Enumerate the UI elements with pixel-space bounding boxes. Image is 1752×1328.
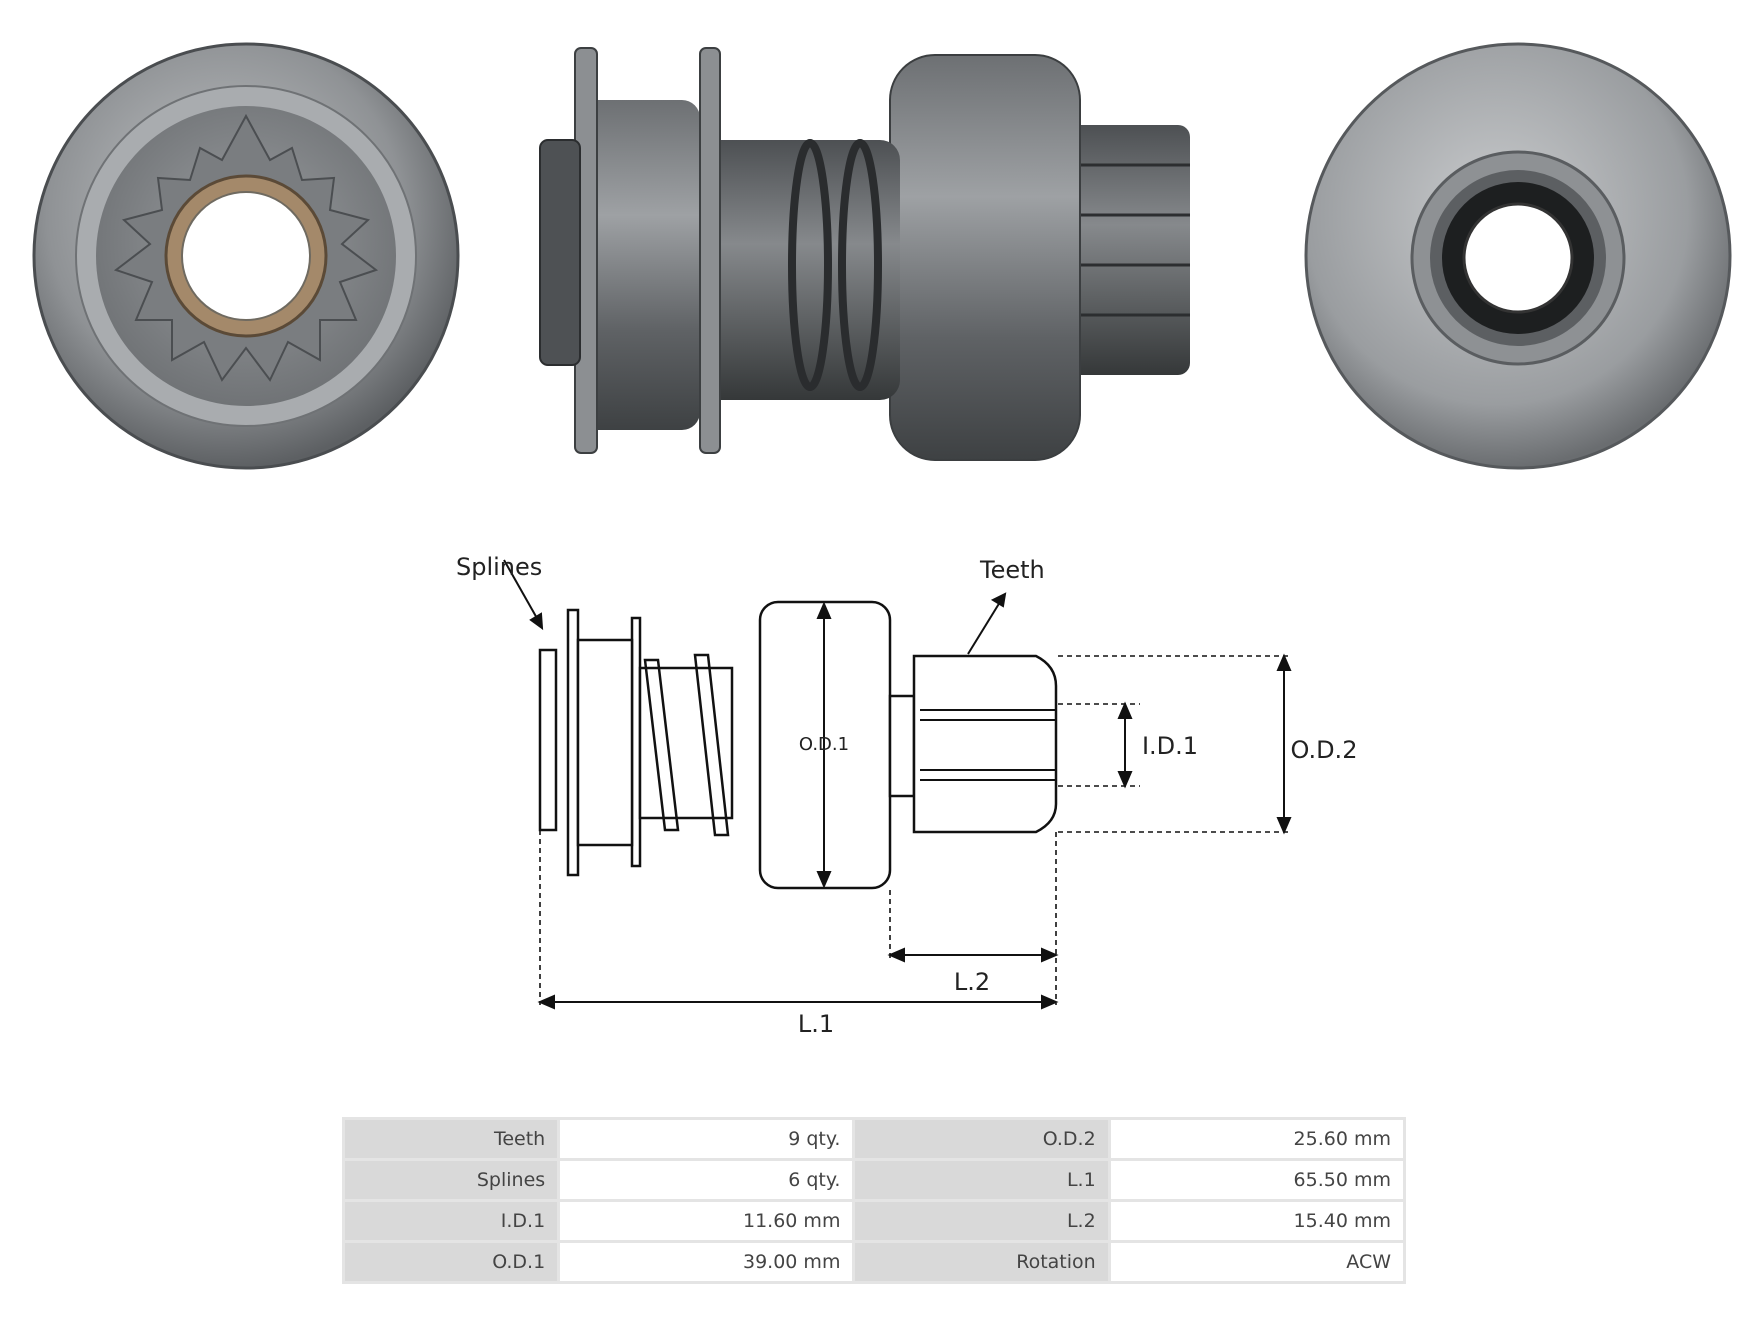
pinion-front-photo <box>32 42 460 470</box>
spec-value: 11.60 mm <box>560 1202 853 1240</box>
spec-key: Splines <box>345 1161 558 1199</box>
spec-key: L.2 <box>855 1202 1108 1240</box>
teeth-label: Teeth <box>979 556 1045 584</box>
spec-key: Rotation <box>855 1243 1108 1281</box>
id1-label: I.D.1 <box>1142 732 1198 760</box>
spec-value: 39.00 mm <box>560 1243 853 1281</box>
spec-key: L.1 <box>855 1161 1108 1199</box>
spec-key: O.D.2 <box>855 1120 1108 1158</box>
spec-key: I.D.1 <box>345 1202 558 1240</box>
l1-label: L.1 <box>798 1010 834 1038</box>
pinion-part <box>912 654 1058 834</box>
spec-key: Teeth <box>345 1120 558 1158</box>
spec-table: Teeth 9 qty. O.D.2 25.60 mm Splines 6 qt… <box>342 1117 1406 1284</box>
flange-left <box>566 608 580 877</box>
l2-label: L.2 <box>954 968 990 996</box>
table-row: Splines 6 qty. L.1 65.50 mm <box>345 1161 1403 1199</box>
spec-value: 65.50 mm <box>1110 1161 1403 1199</box>
od1-label: O.D.1 <box>799 734 849 755</box>
table-row: Teeth 9 qty. O.D.2 25.60 mm <box>345 1120 1403 1158</box>
spec-value: 15.40 mm <box>1110 1202 1403 1240</box>
od2-label: O.D.2 <box>1291 736 1358 764</box>
spec-value: 6 qty. <box>560 1161 853 1199</box>
spline-end-part <box>538 648 558 832</box>
spec-value: ACW <box>1110 1243 1403 1281</box>
dimension-diagram: Splines Teeth O.D.1 I.D.1 O.D.2 L.2 L.1 <box>456 553 1358 1038</box>
spec-key: O.D.1 <box>345 1243 558 1281</box>
spec-value: 25.60 mm <box>1110 1120 1403 1158</box>
splines-label: Splines <box>456 553 542 581</box>
pinion-back-photo <box>1304 42 1732 470</box>
table-row: I.D.1 11.60 mm L.2 15.40 mm <box>345 1202 1403 1240</box>
table-row: O.D.1 39.00 mm Rotation ACW <box>345 1243 1403 1281</box>
spec-value: 9 qty. <box>560 1120 853 1158</box>
pinion-side-photo <box>539 47 1190 461</box>
